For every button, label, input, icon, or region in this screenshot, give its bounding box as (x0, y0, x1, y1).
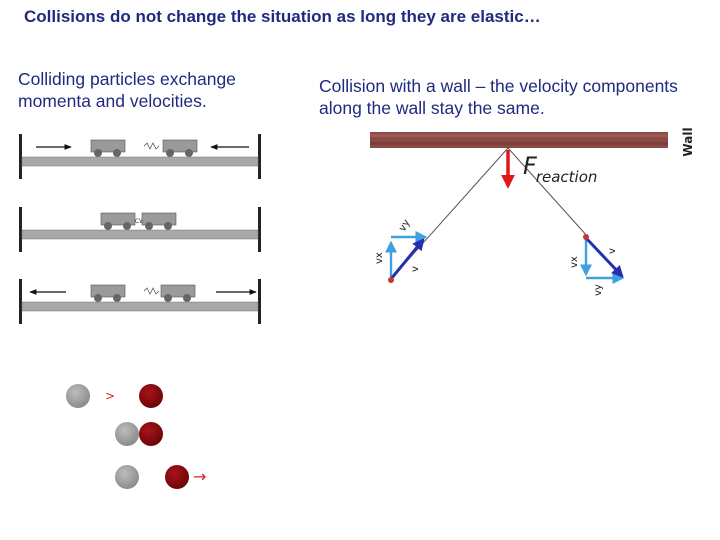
track-stage-before (19, 134, 261, 179)
wall-collision-diagram: Wall Freaction vx vy v vx vy v (370, 127, 695, 296)
grey-ball-before (66, 384, 90, 408)
track-stage-during: CW (19, 207, 261, 252)
force-symbol: Freaction (523, 152, 597, 186)
incoming-velocity-arrow (389, 238, 425, 280)
outgoing-vy-label: vy (593, 284, 604, 296)
cart-left (90, 284, 126, 302)
rail (21, 301, 259, 312)
cart-right (141, 212, 177, 230)
left-caption: Colliding particles exchange momenta and… (18, 69, 236, 111)
wall (370, 132, 668, 148)
end-stop-right (258, 134, 261, 179)
motion-mark-right: > (105, 389, 115, 403)
motion-arrow-right: → (193, 467, 206, 486)
end-stop-left (19, 279, 22, 324)
end-stop-right (258, 207, 261, 252)
slide-title: Collisions do not change the situation a… (24, 7, 541, 26)
track-stage-after (19, 279, 261, 324)
red-ball-before (139, 384, 163, 408)
spring-label: CW (135, 218, 145, 225)
incoming-v-label: v (410, 266, 421, 272)
outgoing-velocity-arrow (584, 236, 624, 278)
ball-collision-diagram: > → (66, 384, 206, 489)
outgoing-ball (583, 234, 589, 240)
spring-label-mark (143, 142, 160, 150)
end-stop-left (19, 134, 22, 179)
end-stop-left (19, 207, 22, 252)
rail (21, 229, 259, 240)
cart-right (162, 139, 198, 157)
incoming-vy-label: vy (397, 218, 412, 234)
rail (21, 156, 259, 167)
cart-track-diagram: CW (19, 134, 261, 324)
outgoing-v-label: v (607, 248, 618, 254)
incoming-vx-label: vx (374, 252, 385, 264)
incoming-ball (388, 277, 394, 283)
outgoing-vx-label: vx (569, 256, 580, 268)
spring-label-mark (143, 287, 160, 295)
right-caption: Collision with a wall – the velocity com… (319, 76, 678, 118)
cart-left (90, 139, 126, 157)
trajectory-out (507, 147, 589, 238)
cart-left (100, 212, 136, 230)
cart-right (160, 284, 196, 302)
red-ball-after (165, 465, 189, 489)
red-ball-contact (139, 422, 163, 446)
wall-label: Wall (681, 127, 695, 156)
end-stop-right (258, 279, 261, 324)
grey-ball-after (115, 465, 139, 489)
grey-ball-contact (115, 422, 139, 446)
